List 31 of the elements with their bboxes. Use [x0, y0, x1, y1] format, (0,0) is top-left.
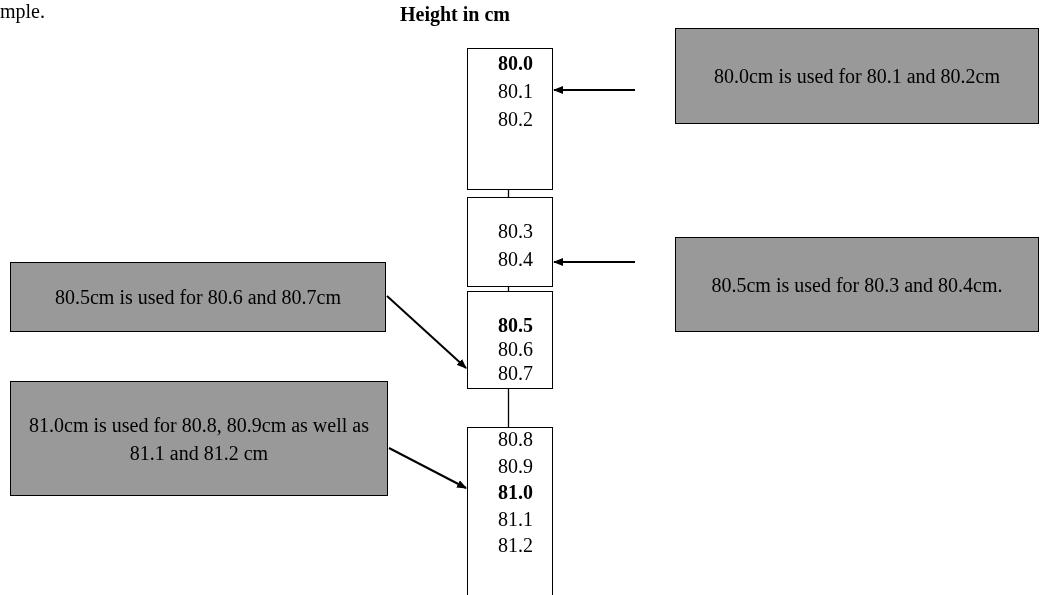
title: Height in cm [400, 3, 510, 26]
text-fragment: mple. [0, 0, 45, 23]
arrow [553, 86, 636, 94]
value-box [467, 48, 553, 190]
callout-text: 80.0cm is used for 80.1 and 80.2cm [713, 64, 1001, 89]
callout-box [10, 262, 386, 332]
height-value: 80.0 [498, 52, 533, 74]
height-value: 80.9 [498, 454, 533, 477]
height-value: 80.8 [498, 428, 533, 450]
height-value: 80.6 [498, 338, 533, 360]
height-value: 80.7 [498, 362, 533, 384]
arrow [553, 258, 636, 266]
callout-text: 81.0cm is used for 80.8, 80.9cm as well as 81.1 and 81.2 cm [28, 412, 370, 466]
value-box [467, 291, 553, 389]
height-value: 81.1 [498, 507, 533, 530]
height-value: 81.0 [498, 481, 533, 503]
height-value: 80.1 [498, 80, 533, 102]
callout-box [675, 28, 1039, 124]
callout-text: 80.5cm is used for 80.3 and 80.4cm. [711, 272, 1003, 298]
height-value: 80.2 [498, 108, 533, 130]
callout-text: 80.5cm is used for 80.6 and 80.7cm [54, 285, 342, 310]
value-box [467, 197, 553, 287]
height-value: 80.3 [498, 220, 533, 242]
height-value: 80.5 [498, 314, 533, 336]
callout-box [675, 237, 1039, 332]
arrow [386, 295, 467, 369]
callout-box [10, 381, 388, 496]
height-value: 80.4 [498, 248, 533, 270]
arrow [388, 447, 467, 489]
value-box [467, 427, 553, 595]
height-value: 81.2 [498, 534, 533, 556]
